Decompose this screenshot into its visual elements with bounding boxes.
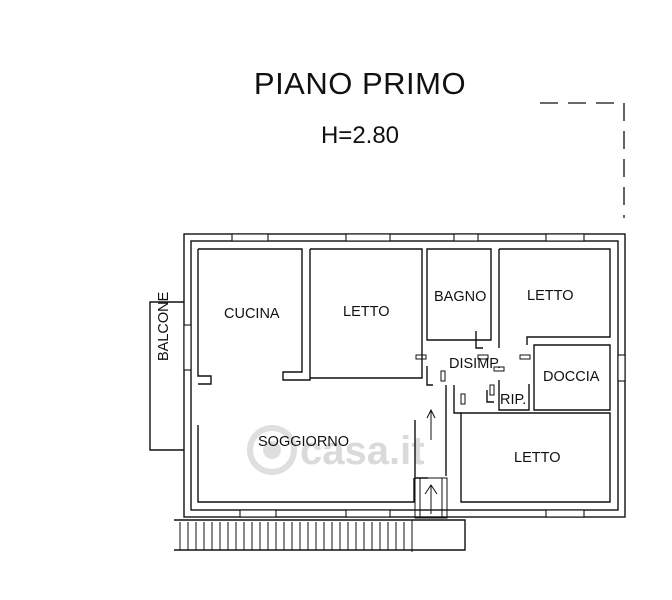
room-label-letto-2: LETTO [527,288,573,304]
door-openings [415,354,531,405]
external-stairs [174,519,466,552]
dashed-outline [540,102,625,218]
plan-title: PIANO PRIMO [253,66,467,101]
room-label-rip: RIP. [500,392,526,408]
windows [183,233,626,518]
internal-stairs [414,408,448,519]
room-label-cucina: CUCINA [224,306,280,322]
room-label-doccia: DOCCIA [543,369,600,385]
room-label-letto-3: LETTO [514,450,560,466]
watermark-logo: casa.it [247,425,425,475]
svg-text:casa.it: casa.it [300,429,425,473]
room-label-bagno: BAGNO [434,289,486,305]
room-label-soggiorno: SOGGIORNO [258,434,349,450]
room-label-balcone: BALCONE [156,291,172,361]
balcony-outline [149,301,184,451]
room-label-letto-1: LETTO [343,304,389,320]
room-label-disimp: DISIMP. [449,356,501,372]
ceiling-height: H=2.80 [320,122,400,149]
interior-walls [197,248,611,503]
